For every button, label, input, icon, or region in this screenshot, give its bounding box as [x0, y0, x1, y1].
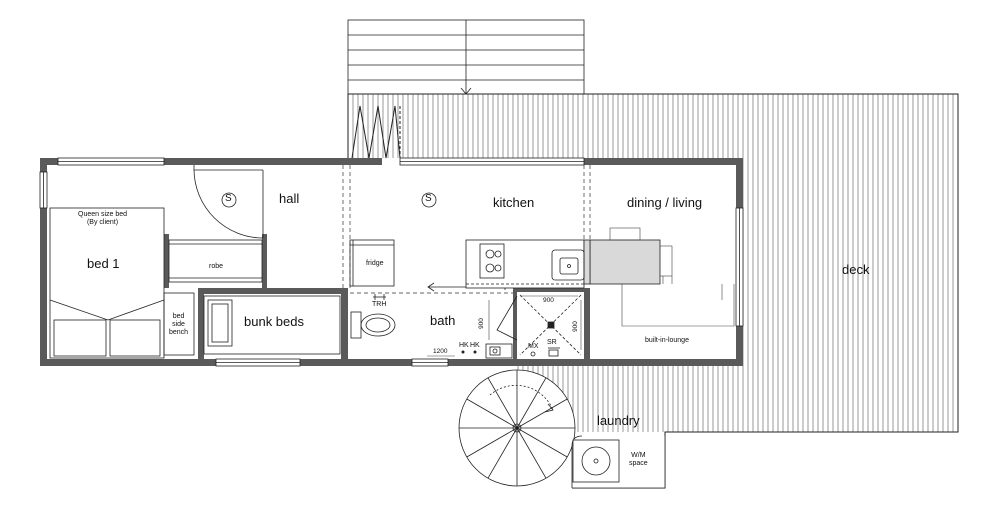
- bath-dim-bottom: 1200: [433, 348, 448, 355]
- shower-dim-top: 900: [543, 297, 554, 304]
- shower-rose-label: SR: [547, 339, 557, 346]
- built-in-lounge: [621, 284, 735, 327]
- queen-bed-note: Queen size bed (By client): [78, 211, 128, 226]
- room-label-kitchen: kitchen: [493, 195, 535, 210]
- fridge-label: fridge: [366, 260, 384, 267]
- dimension-lines: [427, 295, 582, 357]
- top-stairs: [347, 19, 585, 95]
- kitchen-bench: [465, 239, 661, 289]
- bunk-bed: [203, 295, 341, 355]
- mixer-label: MX: [528, 343, 539, 350]
- robe: [168, 239, 263, 283]
- smoke-detector-2: [421, 192, 437, 208]
- hook-label-1: HK: [459, 342, 469, 349]
- queen-bed: [49, 207, 165, 359]
- lounge-label: built-in-lounge: [645, 337, 689, 344]
- hook-label-2: HK: [470, 342, 480, 349]
- shower-dim-right: 900: [571, 321, 579, 332]
- towel-rail-label: TRH: [372, 301, 387, 308]
- bath-dim-side: 900: [477, 318, 485, 329]
- bed1-door: [193, 165, 264, 239]
- spiral-stair: [458, 369, 576, 487]
- bed-side-bench: [163, 292, 195, 356]
- room-label-deck: deck: [842, 262, 870, 277]
- room-label-laundry: laundry: [597, 413, 640, 428]
- bifold-doors: [351, 105, 401, 159]
- room-label-bunk-beds: bunk beds: [244, 314, 304, 329]
- dashed-lines: [342, 165, 591, 294]
- smoke-detector-1: [221, 192, 237, 208]
- hooks: [461, 350, 477, 354]
- cooktop: [479, 243, 505, 279]
- smoke-detector-symbol-2: S: [425, 193, 432, 204]
- room-label-bed1: bed 1: [87, 256, 120, 271]
- laundry-room: [571, 432, 666, 489]
- interior-walls: [164, 234, 590, 360]
- room-label-hall: hall: [279, 191, 300, 206]
- toilet: [350, 311, 396, 339]
- hand-basin: [485, 343, 513, 359]
- bench-label: bed side bench: [169, 313, 189, 336]
- windows: [39, 157, 744, 367]
- robe-label: robe: [209, 263, 224, 270]
- dining-chairs: [609, 227, 673, 284]
- wm-space-label: W/M space: [629, 452, 648, 467]
- room-label-dining-living: dining / living: [627, 195, 703, 210]
- fridge: [349, 239, 395, 287]
- shower: [496, 294, 582, 357]
- room-label-bath: bath: [430, 313, 456, 328]
- towel-rail: [373, 294, 386, 300]
- smoke-detector-symbol-1: S: [225, 193, 232, 204]
- kitchen-sink: [551, 249, 585, 281]
